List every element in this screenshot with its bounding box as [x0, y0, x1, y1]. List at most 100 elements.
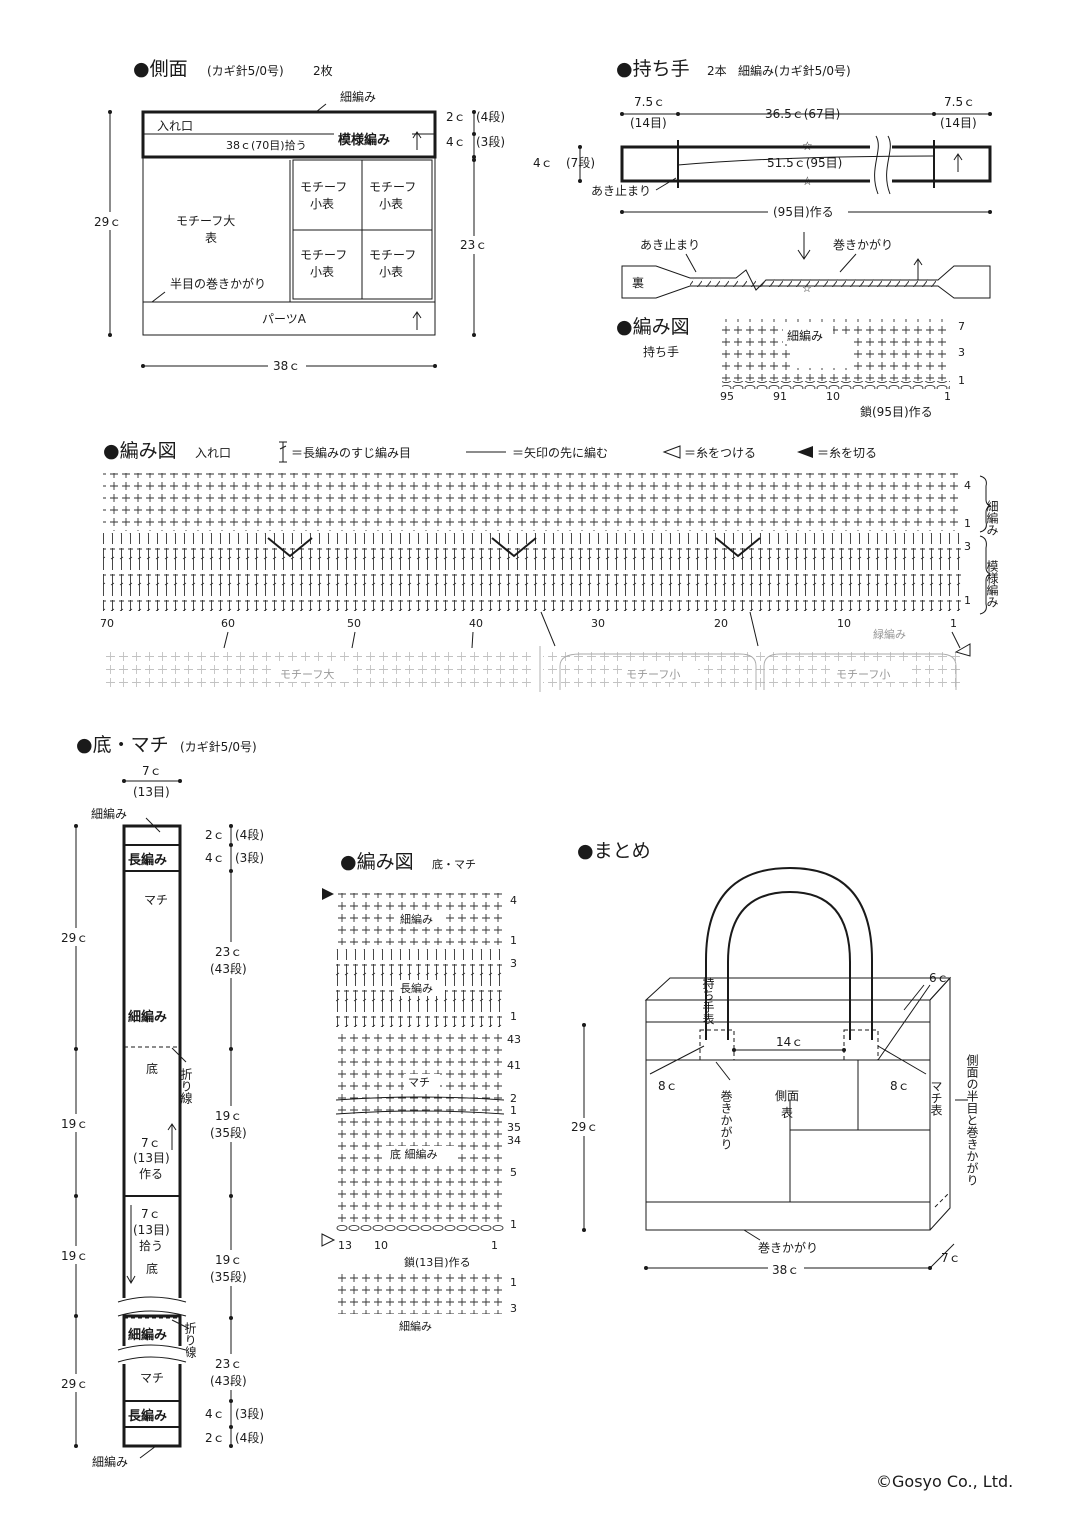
handle-right-14: (14目) — [940, 116, 977, 130]
base-row-1d: 1 — [510, 1218, 517, 1231]
legend-join-yarn-icon — [662, 445, 681, 459]
base-gusset-bottom: マチ — [140, 1371, 164, 1385]
opening-motif-small-label-2: モチーフ小 — [836, 668, 890, 681]
base-chart-chain: 鎖(13目)作る — [404, 1255, 471, 1269]
motif-big-face: 表 — [205, 231, 217, 245]
handle-height-7: (7段) — [566, 155, 595, 170]
handle-row-3: 3 — [958, 346, 965, 359]
base-sc-mid: 細編み — [128, 1009, 167, 1025]
side-4rows: (4段) — [476, 109, 505, 124]
base-r-19c-2: 19ｃ — [215, 1253, 242, 1267]
base-width-13: (13目) — [133, 785, 170, 799]
finish-8c-right: 8ｃ — [890, 1079, 910, 1093]
legend-join-yarn: ＝糸をつける — [684, 446, 756, 460]
handle-stitch: 細編み(カギ針5/0号) — [738, 63, 851, 78]
motif-small-1-face: 小表 — [310, 197, 334, 211]
opening-col-50: 50 — [347, 617, 361, 630]
base-left-29b: 29ｃ — [61, 1377, 88, 1391]
base-chart-gusset: マチ — [408, 1076, 430, 1089]
base-chart-col-1: 1 — [491, 1239, 498, 1252]
opening-row-1-pattern: 1 — [964, 594, 971, 607]
handle-col-10: 10 — [826, 390, 840, 403]
base-r-43rows-2: (43段) — [210, 1373, 247, 1388]
finish-side-label: 側面 — [775, 1089, 799, 1103]
opening-pattern-rows — [103, 533, 961, 611]
side-3rows: (3段) — [476, 134, 505, 149]
handle-row-7: 7 — [958, 320, 965, 333]
motif-small-4-face: 小表 — [379, 265, 403, 279]
opening-side-pattern: 模様編み — [985, 560, 999, 608]
base-row-2: 2 — [510, 1092, 517, 1105]
bag-top-rim — [644, 977, 952, 1001]
handle-chart-chain: 鎖(95目)作る — [860, 404, 933, 419]
handle-chart-sc: 細編み — [787, 328, 823, 343]
finish-side-face: 表 — [781, 1106, 793, 1120]
base-gusset-section: ●底・マチ (カギ針5/0号) 7ｃ (13目) 細編み 長編み マチ 細編み … — [58, 734, 264, 1469]
base-left-19a: 19ｃ — [61, 1117, 88, 1131]
finish-gusset-face: マチ表 — [929, 1080, 943, 1116]
base-chart-sc2: 細編み — [399, 1319, 432, 1333]
base-r-19c: 19ｃ — [215, 1109, 242, 1123]
base-chart-subtitle: 底・マチ — [432, 857, 476, 871]
finish-title: ●まとめ — [577, 840, 651, 862]
base-row-1c: 1 — [510, 1104, 517, 1117]
handle-left-14: (14目) — [630, 116, 667, 130]
base-row-43: 43 — [507, 1033, 521, 1046]
handle-whip-label: 巻きかがり — [833, 237, 893, 252]
side-height-29: 29ｃ — [94, 215, 121, 229]
base-chart-dc-label: 長編み — [400, 981, 433, 995]
base-chart-section: ●編み図 底・マチ 細編み 長編み マチ 底 細編み 13 10 1 鎖(13目… — [321, 851, 521, 1333]
base-bottom-1: 底 — [146, 1061, 158, 1076]
finish-height-29: 29ｃ — [571, 1120, 598, 1134]
base-c7-2: 7ｃ — [141, 1207, 161, 1221]
svg-text:☆: ☆ — [802, 139, 813, 153]
base-r-23c-2: 23ｃ — [215, 1357, 242, 1371]
legend-dc-back-loop: ＝長編みのすじ編み目 — [291, 445, 411, 460]
base-chart-sc-body — [336, 1031, 504, 1223]
handle-title: ●持ち手 — [616, 58, 690, 80]
base-chart-sc1: 細編み — [400, 912, 433, 926]
opening-row-1-sc: 1 — [964, 517, 971, 530]
base-chart-row-numbers: 4 1 3 1 43 41 2 1 35 34 5 1 1 3 — [507, 894, 521, 1315]
base-hook: (カギ針5/0号) — [180, 739, 257, 754]
finish-6c: 6ｃ — [929, 971, 949, 985]
base-dc-bottom: 長編み — [128, 1408, 167, 1424]
handle-inner-515: 51.5ｃ(95目) — [767, 156, 842, 170]
motif-small-3-face: 小表 — [310, 265, 334, 279]
opening-col-70: 70 — [100, 617, 114, 630]
handle-chart-label: 持ち手 — [643, 344, 679, 359]
motif-small-2-face: 小表 — [379, 197, 403, 211]
base-c13-1: (13目) — [133, 1151, 170, 1165]
base-r-4c: 4ｃ — [205, 851, 225, 865]
base-chart-title: ●編み図 — [340, 851, 414, 873]
base-chart-sc-bottom — [336, 1274, 504, 1314]
base-gusset-top: マチ — [144, 893, 168, 907]
base-sc-bottom: 細編み — [92, 1454, 128, 1469]
handle-col-95: 95 — [720, 390, 734, 403]
opening-col-40: 40 — [469, 617, 483, 630]
opening-chart-title: ●編み図 — [103, 440, 177, 462]
opening-col-10: 10 — [837, 617, 851, 630]
direction-arrow-icon — [412, 131, 422, 150]
base-c7-1: 7ｃ — [141, 1136, 161, 1150]
handle-section: ●持ち手 2本 細編み(カギ針5/0号) 7.5ｃ (14目) 36.5ｃ(67… — [533, 58, 992, 419]
base-r-3rows-2: (3段) — [235, 1406, 264, 1421]
side-opening-label: 入れ口 — [157, 119, 193, 133]
handle-stop-label-2: あき止まり — [640, 238, 700, 252]
base-row-1a: 1 — [510, 934, 517, 947]
motif-small-2: モチーフ — [369, 180, 416, 194]
finish-14c: 14ｃ — [776, 1035, 803, 1049]
base-left-29a: 29ｃ — [61, 931, 88, 945]
base-chart-col-13: 13 — [338, 1239, 352, 1252]
base-width-7c: 7ｃ — [142, 764, 162, 778]
opening-col-60: 60 — [221, 617, 235, 630]
base-row-4: 4 — [510, 894, 517, 907]
handle-count: 2本 — [707, 64, 727, 78]
handle-back-label: 裏 — [632, 275, 644, 290]
base-r-43rows: (43段) — [210, 961, 247, 976]
bag-handle-outer — [705, 866, 873, 1040]
opening-sc-rows — [103, 473, 961, 531]
base-row-1e: 1 — [510, 1276, 517, 1289]
base-c13-2: (13目) — [133, 1223, 170, 1237]
